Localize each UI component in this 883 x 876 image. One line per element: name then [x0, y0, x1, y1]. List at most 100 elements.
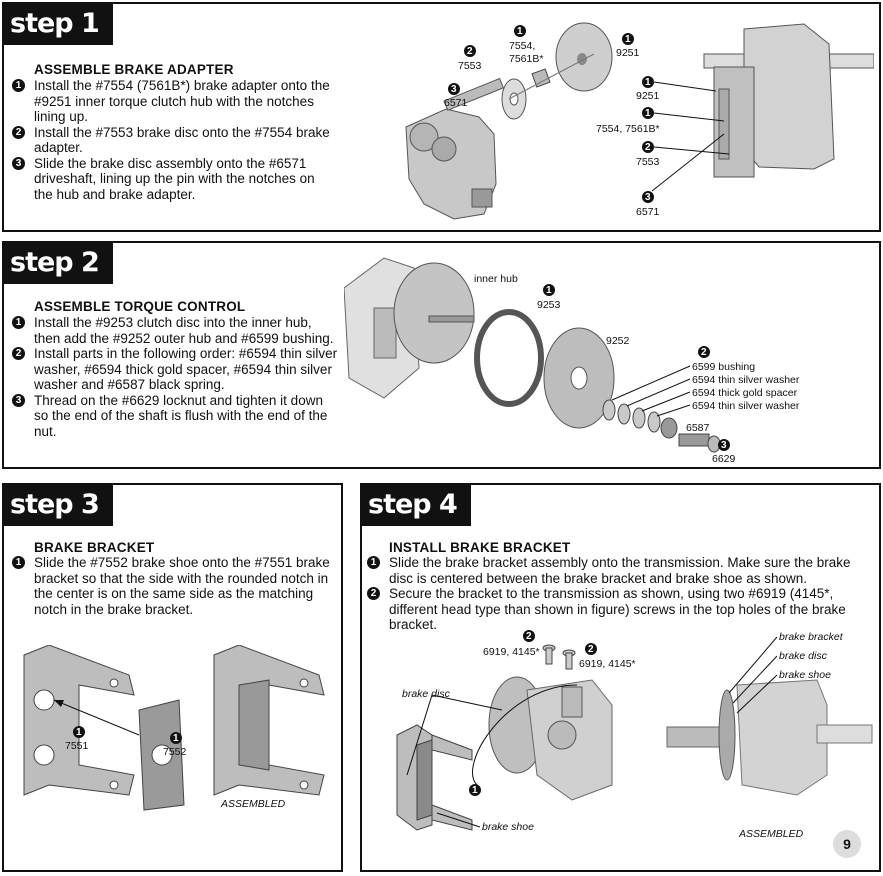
step4-diagram: 2 6919, 4145* 2 6919, 4145* brake disc b… [396, 630, 873, 840]
step2-callout-2: 2 [698, 346, 710, 358]
svg-text:7551: 7551 [65, 740, 89, 752]
step1-instructions: 1 Install the #7554 (7561B*) brake adapte… [12, 78, 337, 202]
svg-text:3: 3 [451, 84, 457, 95]
step2-item-1: 1 Install the #9253 clutch disc into the … [12, 315, 340, 346]
step1-callout-7554: 1 7554, 7561B* [509, 25, 543, 65]
bushing-label: 6599 bushing [692, 361, 755, 373]
step2-title: ASSEMBLE TORQUE CONTROL [34, 299, 246, 314]
step1-right-callout-2: 1 7554, 7561B* [596, 107, 725, 135]
svg-text:1: 1 [546, 285, 552, 296]
step1-item-1: 1 Install the #7554 (7561B*) brake adapte… [12, 78, 337, 125]
step1-callout-7553: 2 7553 [458, 45, 482, 72]
bracket-assembly [396, 724, 473, 831]
svg-text:9251: 9251 [616, 47, 640, 59]
step2-callout-6629: 3 6629 [712, 439, 736, 465]
svg-text:9251: 9251 [636, 90, 660, 102]
step-number-badge: 1 [12, 556, 25, 569]
step1-tag: step 1 [2, 2, 113, 45]
svg-text:2: 2 [645, 142, 651, 153]
brake-disc-label-left: brake disc [402, 688, 451, 700]
step3-title: BRAKE BRACKET [34, 540, 155, 555]
step3-callout-7551: 1 7551 [65, 726, 89, 752]
step2-callout-9253: 1 9253 [537, 284, 561, 311]
step1-item-3-text: Slide the brake disc assembly onto the #… [34, 155, 315, 202]
svg-text:2: 2 [467, 46, 473, 57]
brake-bracket-label-right: brake bracket [779, 631, 844, 643]
spring-label: 6587 [686, 422, 710, 434]
svg-text:1: 1 [625, 34, 631, 45]
svg-text:2: 2 [588, 644, 594, 655]
step3-tag: step 3 [2, 483, 113, 526]
step4-callout-screw-1: 2 6919, 4145* [483, 630, 540, 658]
step1-right-callout-4: 3 6571 [636, 133, 725, 218]
step1-callout-6571: 3 6571 [444, 83, 468, 109]
svg-text:6571: 6571 [636, 206, 660, 218]
step2-item-2: 2 Install parts in the following order: #… [12, 346, 340, 393]
step4-title: INSTALL BRAKE BRACKET [389, 540, 571, 555]
screw-right [562, 649, 576, 670]
step-number-badge: 2 [12, 347, 25, 360]
step-number-badge: 3 [12, 156, 25, 170]
svg-text:6919, 4145*: 6919, 4145* [483, 646, 540, 658]
step1-title: ASSEMBLE BRAKE ADAPTER [34, 62, 234, 77]
svg-text:3: 3 [721, 440, 727, 451]
step1-right-callout-1: 1 9251 [636, 76, 717, 102]
svg-text:7561B*: 7561B* [509, 53, 543, 65]
step3-callout-7552: 1 7552 [163, 732, 187, 758]
step3-item-1-text: Slide the #7552 brake shoe onto the #755… [34, 555, 330, 617]
brake-adapter-7554 [531, 68, 551, 88]
step4-item-2-text: Secure the bracket to the transmission a… [389, 586, 846, 632]
svg-text:7553: 7553 [636, 156, 660, 168]
spacer-label: 6594 thick gold spacer [692, 387, 798, 399]
svg-text:1: 1 [472, 785, 478, 796]
step4-tag: step 4 [360, 483, 471, 526]
step1-callout-9251: 1 9251 [616, 33, 640, 59]
step1-item-1-text: Install the #7554 (7561B*) brake adapter… [34, 78, 330, 124]
svg-text:7553: 7553 [458, 60, 482, 72]
svg-text:7554,: 7554, [509, 40, 535, 52]
assembled-label-step4: ASSEMBLED [738, 828, 804, 840]
svg-text:3: 3 [645, 192, 651, 203]
svg-text:7554, 7561B*: 7554, 7561B* [596, 123, 660, 135]
transmission-with-disc [488, 676, 613, 801]
step3-item-1: 1 Slide the #7552 brake shoe onto the #75… [12, 555, 334, 617]
step2-item-1-text: Install the #9253 clutch disc into the i… [34, 315, 334, 346]
svg-text:1: 1 [645, 108, 651, 119]
screw-left [542, 644, 556, 665]
svg-text:1: 1 [173, 733, 179, 744]
svg-text:1: 1 [517, 26, 523, 37]
washer-stack [602, 399, 721, 453]
step2-item-3-text: Thread on the #6629 locknut and tighten … [34, 392, 328, 439]
transmission-illustration-right [703, 23, 874, 178]
brake-bracket-7551 [23, 645, 135, 796]
page-number: 9 [833, 830, 861, 858]
step2-item-2-text: Install parts in the following order: #6… [34, 346, 338, 392]
assembled-transmission [666, 679, 873, 796]
step-number-badge: 1 [12, 79, 25, 92]
brake-shoe-label-right: brake shoe [779, 669, 831, 681]
outer-hub-label: 9252 [606, 335, 630, 347]
washer-2-label: 6594 thin silver washer [692, 400, 800, 412]
inner-hub-label: inner hub [474, 273, 518, 285]
step-number-badge: 1 [12, 316, 25, 329]
svg-text:1: 1 [76, 727, 82, 738]
step3-diagram: 1 7551 1 7552 ASSEMBLED [23, 645, 325, 811]
step2-diagram: inner hub 1 9253 9252 2 6599 bushing 659… [344, 257, 800, 465]
step3-panel: step 3 BRAKE BRACKET 1 Slide the #7552 br… [2, 483, 343, 872]
step2-tag: step 2 [2, 241, 113, 284]
step1-item-3: 3 Slide the brake disc assembly onto the … [12, 156, 337, 203]
svg-text:6629: 6629 [712, 453, 736, 465]
svg-text:6919, 4145*: 6919, 4145* [579, 658, 636, 670]
step4-callout-1: 1 [469, 784, 481, 796]
transmission-illustration-left [405, 77, 505, 220]
step4-callout-screw-2: 2 6919, 4145* [579, 643, 636, 670]
svg-text:9253: 9253 [537, 299, 561, 311]
svg-text:7552: 7552 [163, 746, 187, 758]
